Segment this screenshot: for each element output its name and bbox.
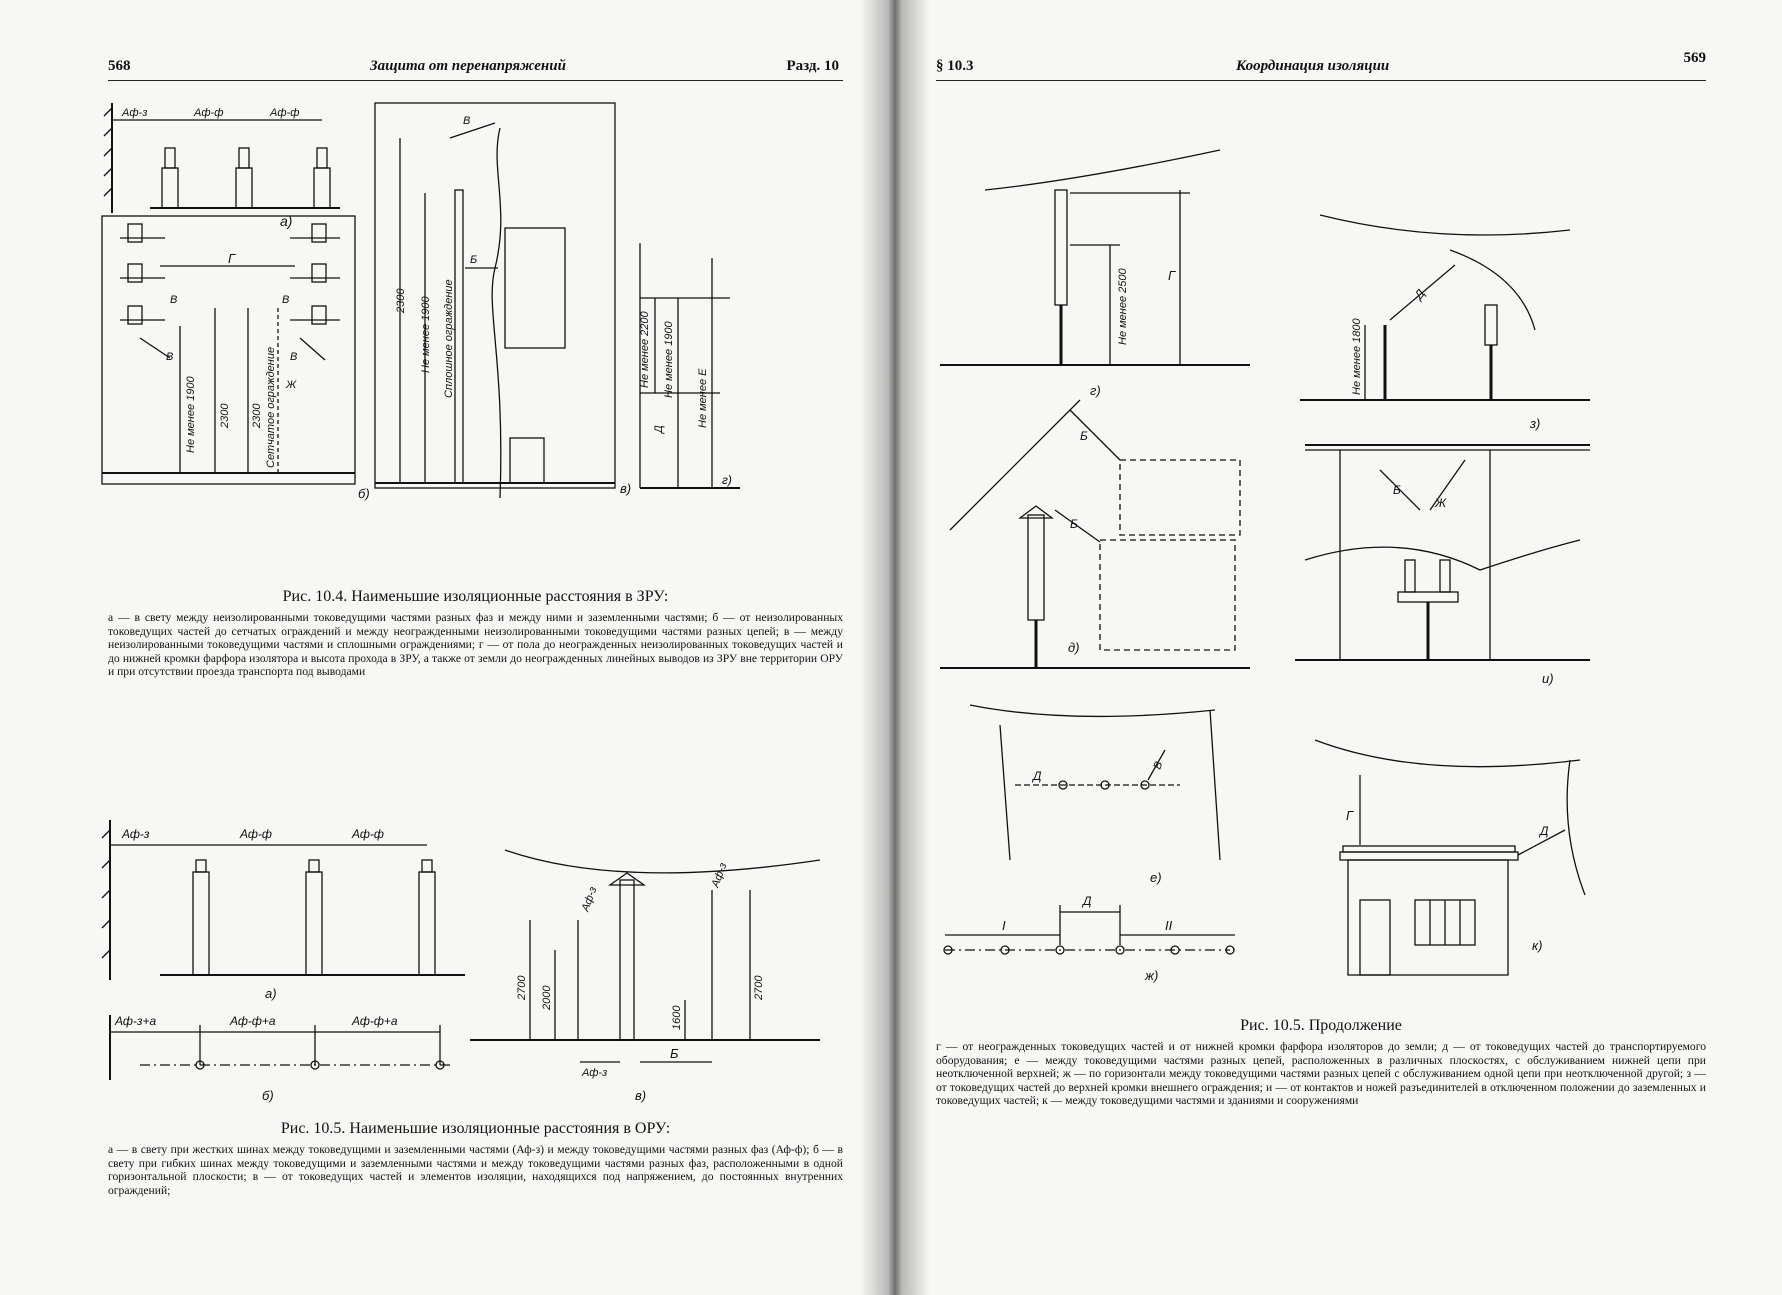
- dim-label: В: [282, 294, 289, 306]
- figure-10-5-continued-drawing: Не менее 2500 Г г) Д Не менее 1800 з) Б: [940, 149, 1590, 983]
- dim-label: В: [290, 351, 297, 363]
- dim-label: Aф-з: [121, 107, 147, 119]
- vertical-dim-label: Не менее 1900: [420, 296, 432, 373]
- dim-label: В: [166, 351, 173, 363]
- panel-label: а): [280, 213, 292, 229]
- vertical-dim-label: Не менее 2500: [1117, 268, 1129, 345]
- figure-10-5-caption-title: Рис. 10.5. Наименьшие изоляционные расст…: [280, 1120, 671, 1137]
- figure-10-4-caption-title: Рис. 10.4. Наименьшие изоляционные расст…: [282, 588, 669, 605]
- panel-b-flexible-busbars: Аф-з+а Аф-ф+а Аф-ф+а б): [109, 1014, 450, 1103]
- circuit-label: II: [1165, 918, 1173, 933]
- panel-i-disconnector: Б Ж и): [1295, 444, 1590, 686]
- panel-g-floor-clearance: Не менее 2200 Не менее 1900 Не менее Е Д…: [639, 243, 740, 489]
- panel-g-ground-clearance: Не менее 2500 Г г): [940, 149, 1250, 398]
- dim-label: Аф-з+а: [114, 1014, 156, 1028]
- circuit-label: I: [1002, 918, 1006, 933]
- dim-label: Б: [1070, 517, 1078, 531]
- panel-label: в): [635, 1088, 646, 1103]
- figure-10-5-cont-caption-body: г — от неогражденных токоведущих частей …: [936, 1040, 1706, 1108]
- right-page-header: § 10.3 Координация изоляции 569: [936, 50, 1706, 81]
- dim-label: Аф-ф: [351, 827, 384, 841]
- dim-label: Аф-з: [709, 861, 729, 890]
- dim-label: Аф-з: [121, 827, 150, 841]
- panel-v-internal-fences: Аф-з Аф-з Аф-з Б 2700 2000 1600 2700 в): [470, 849, 821, 1103]
- dim-label: Aф-ф: [193, 107, 223, 119]
- panel-d-transported-equipment: Б Б д): [940, 399, 1250, 669]
- panel-label: б): [358, 486, 370, 501]
- panel-zh-horizontal-circuits: Д I II ж): [943, 894, 1235, 983]
- running-title-left: Защита от перенапряжений: [370, 58, 566, 74]
- page-number-left: 568: [108, 58, 131, 74]
- dim-label: Д: [1081, 894, 1092, 908]
- dim-label: Аф-ф+а: [351, 1014, 398, 1028]
- panel-a-phase-spacing: Aф-з Aф-ф Aф-ф а): [103, 103, 340, 229]
- panel-e-different-planes: Д В е): [969, 704, 1221, 885]
- panel-label: з): [1529, 416, 1540, 431]
- figure-10-4-caption-body: а — в свету между неизолированными токов…: [108, 611, 843, 679]
- section-label-left: Разд. 10: [786, 58, 839, 74]
- panel-label: а): [265, 986, 277, 1001]
- panel-label: к): [1532, 938, 1542, 953]
- panel-label: г): [722, 473, 732, 487]
- dim-label: Ж: [1434, 496, 1447, 510]
- figure-10-5-drawing: Аф-з Аф-ф Аф-ф а) Аф-з+а Аф-ф+а Аф-ф+а б…: [101, 820, 821, 1103]
- dim-label: Г: [228, 251, 236, 266]
- panel-a-rigid-busbars: Аф-з Аф-ф Аф-ф а): [101, 820, 465, 1001]
- panel-label: г): [1090, 383, 1101, 398]
- dim-label: Аф-з: [581, 1067, 607, 1079]
- panel-label: в): [620, 481, 631, 496]
- vertical-dim-label: 2700: [516, 975, 528, 1001]
- vertical-dim-label: Не менее 1800: [1351, 318, 1363, 395]
- vertical-dim-label: Сетчатое ограждение: [265, 347, 277, 468]
- book-gutter-shadow: [860, 0, 930, 1295]
- dim-label: Aф-ф: [269, 107, 299, 119]
- left-page-header: 568 Защита от перенапряжений Разд. 10: [108, 56, 843, 81]
- dim-label: Аф-ф: [239, 827, 272, 841]
- vertical-dim-label: Не менее 2200: [639, 311, 651, 388]
- vertical-dim-label: Не менее Е: [697, 368, 709, 428]
- vertical-dim-label: 2700: [753, 975, 765, 1001]
- dim-label: Д: [653, 425, 665, 435]
- panel-b-cells: Г В В В В Ж Не менее 1900 2300 2300 Сетч…: [101, 215, 370, 501]
- vertical-dim-label: 2300: [395, 288, 407, 314]
- panel-z-outer-fence: Д Не менее 1800 з): [1300, 214, 1590, 431]
- dim-label: Д: [1538, 824, 1549, 838]
- vertical-dim-label: 2000: [541, 985, 553, 1011]
- running-title-right: Координация изоляции: [1236, 58, 1390, 74]
- panel-label: б): [262, 1088, 274, 1103]
- dim-label: В: [170, 294, 177, 306]
- panel-label: е): [1150, 870, 1162, 885]
- dim-label: Б: [470, 254, 477, 266]
- vertical-dim-label: Не менее 1900: [663, 321, 675, 398]
- dim-label: Б: [1080, 429, 1088, 443]
- vertical-dim-label: Не менее 1900: [185, 376, 197, 453]
- dim-label: Б: [1393, 483, 1401, 497]
- figure-10-5-caption-body: а — в свету при жестких шинах между токо…: [108, 1143, 843, 1197]
- dim-label: Г: [1168, 268, 1176, 283]
- figure-10-4-drawing: Aф-з Aф-ф Aф-ф а) Г В В В В Ж Не менее 1…: [101, 102, 740, 501]
- dim-label: Аф-з: [579, 885, 599, 914]
- vertical-dim-label: 1600: [671, 1005, 683, 1030]
- dim-label: Д: [1031, 769, 1042, 783]
- vertical-dim-label: 2300: [251, 403, 263, 429]
- left-page: 568 Защита от перенапряжений Разд. 10 Aф…: [0, 0, 880, 1295]
- page-number-right: 569: [1683, 50, 1707, 66]
- panel-label: д): [1068, 640, 1080, 655]
- right-page: § 10.3 Координация изоляции 569 Не менее…: [900, 0, 1782, 1295]
- dim-label: В: [463, 115, 470, 127]
- section-label-right: § 10.3: [936, 58, 974, 74]
- vertical-dim-label: 2300: [219, 403, 231, 429]
- dim-label: Ж: [285, 379, 297, 391]
- dim-label: В: [1152, 760, 1166, 771]
- panel-k-buildings: Г Д к): [1314, 739, 1586, 976]
- dim-label: Б: [670, 1046, 679, 1061]
- dim-label: Аф-ф+а: [229, 1014, 276, 1028]
- vertical-dim-label: Сплошное ограждение: [443, 279, 455, 398]
- panel-label: и): [1542, 671, 1554, 686]
- dim-label: Г: [1346, 808, 1354, 823]
- panel-v-solid-fence: В Б 2300 Не менее 1900 Сплошное огражден…: [374, 102, 631, 499]
- panel-label: ж): [1144, 968, 1158, 983]
- figure-10-5-cont-caption-title: Рис. 10.5. Продолжение: [1240, 1017, 1402, 1034]
